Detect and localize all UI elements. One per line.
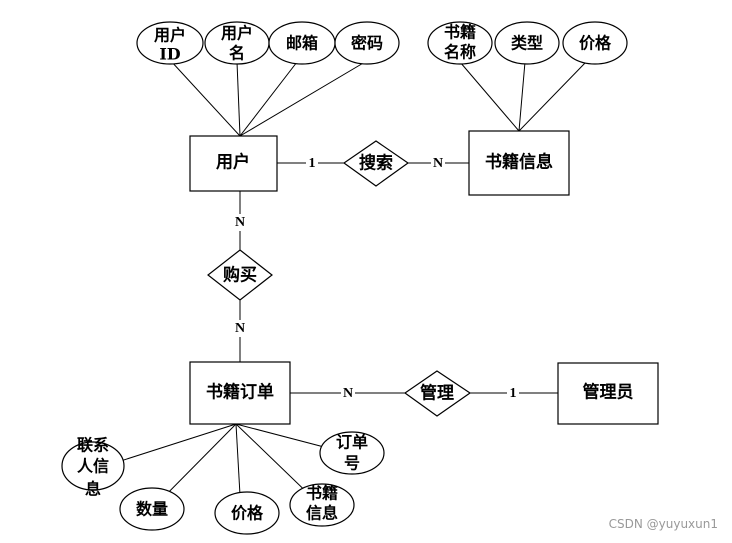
watermark: CSDN @yuyuxun1 xyxy=(609,517,718,531)
attribute-password-label: 密码 xyxy=(350,34,383,53)
cardinality-buy-order: N xyxy=(235,321,245,336)
attribute-email-label: 邮箱 xyxy=(286,34,318,53)
attribute-contact-info: 联系 人信 息 xyxy=(61,436,125,499)
entity-user-label: 用户 xyxy=(216,152,250,173)
relationship-manage-label: 管理 xyxy=(420,383,454,404)
attribute-username-line2: 名 xyxy=(229,44,245,63)
cardinality-manage-admin: 1 xyxy=(510,386,517,401)
attribute-order-book-info-line1: 书籍 xyxy=(306,484,338,503)
attribute-order-price-label: 价格 xyxy=(231,504,264,523)
cardinality-user-buy: N xyxy=(235,215,245,230)
attribute-username: 用户 名 xyxy=(204,21,270,65)
entity-book-info: 书籍信息 xyxy=(468,130,570,196)
relationship-buy-label: 购买 xyxy=(223,265,257,286)
relationship-manage: 管理 xyxy=(403,370,472,417)
cardinality-user-search: 1 xyxy=(309,156,316,171)
attribute-book-price-label: 价格 xyxy=(579,34,612,53)
cardinality-labels: 1 N N N N 1 xyxy=(233,155,519,401)
entity-admin-label: 管理员 xyxy=(583,382,634,403)
attribute-password: 密码 xyxy=(334,21,400,65)
entity-user: 用户 xyxy=(189,135,278,192)
entity-admin: 管理员 xyxy=(557,362,659,425)
attribute-order-book-info-line2: 信息 xyxy=(306,504,338,523)
cardinality-search-book: N xyxy=(433,156,443,171)
attribute-type-label: 类型 xyxy=(511,34,543,53)
attribute-contact-info-line1: 联系 xyxy=(77,436,109,455)
attribute-order-no-line2: 号 xyxy=(344,454,360,473)
attribute-quantity-label: 数量 xyxy=(136,500,168,519)
attribute-book-name-line2: 名称 xyxy=(444,43,476,62)
attribute-user-id: 用户 ID xyxy=(136,21,204,65)
attribute-user-id-line2: ID xyxy=(159,45,180,64)
attribute-email: 邮箱 xyxy=(268,21,336,65)
attribute-book-price: 价格 xyxy=(562,21,628,65)
entity-book-order-label: 书籍订单 xyxy=(206,382,274,403)
relationship-buy: 购买 xyxy=(207,249,273,301)
attribute-order-price: 价格 xyxy=(214,491,280,535)
entity-book-order: 书籍订单 xyxy=(189,361,291,425)
attribute-book-name-line1: 书籍 xyxy=(444,23,476,42)
attribute-user-id-line1: 用户 xyxy=(154,26,186,45)
attribute-type: 类型 xyxy=(494,21,560,65)
attribute-contact-info-line2: 人信 xyxy=(77,457,109,476)
attribute-quantity: 数量 xyxy=(119,487,185,531)
attribute-username-line1: 用户 xyxy=(221,24,253,43)
attribute-book-name: 书籍 名称 xyxy=(427,21,493,65)
relationship-search: 搜索 xyxy=(342,140,410,187)
attribute-contact-info-line3: 息 xyxy=(85,480,101,499)
cardinality-order-manage: N xyxy=(343,386,353,401)
attribute-order-book-info: 书籍 信息 xyxy=(289,483,355,527)
attribute-order-no: 订单 号 xyxy=(319,431,385,475)
entity-book-info-label: 书籍信息 xyxy=(485,152,553,173)
attribute-order-no-line1: 订单 xyxy=(336,433,368,452)
relationship-search-label: 搜索 xyxy=(359,153,393,174)
